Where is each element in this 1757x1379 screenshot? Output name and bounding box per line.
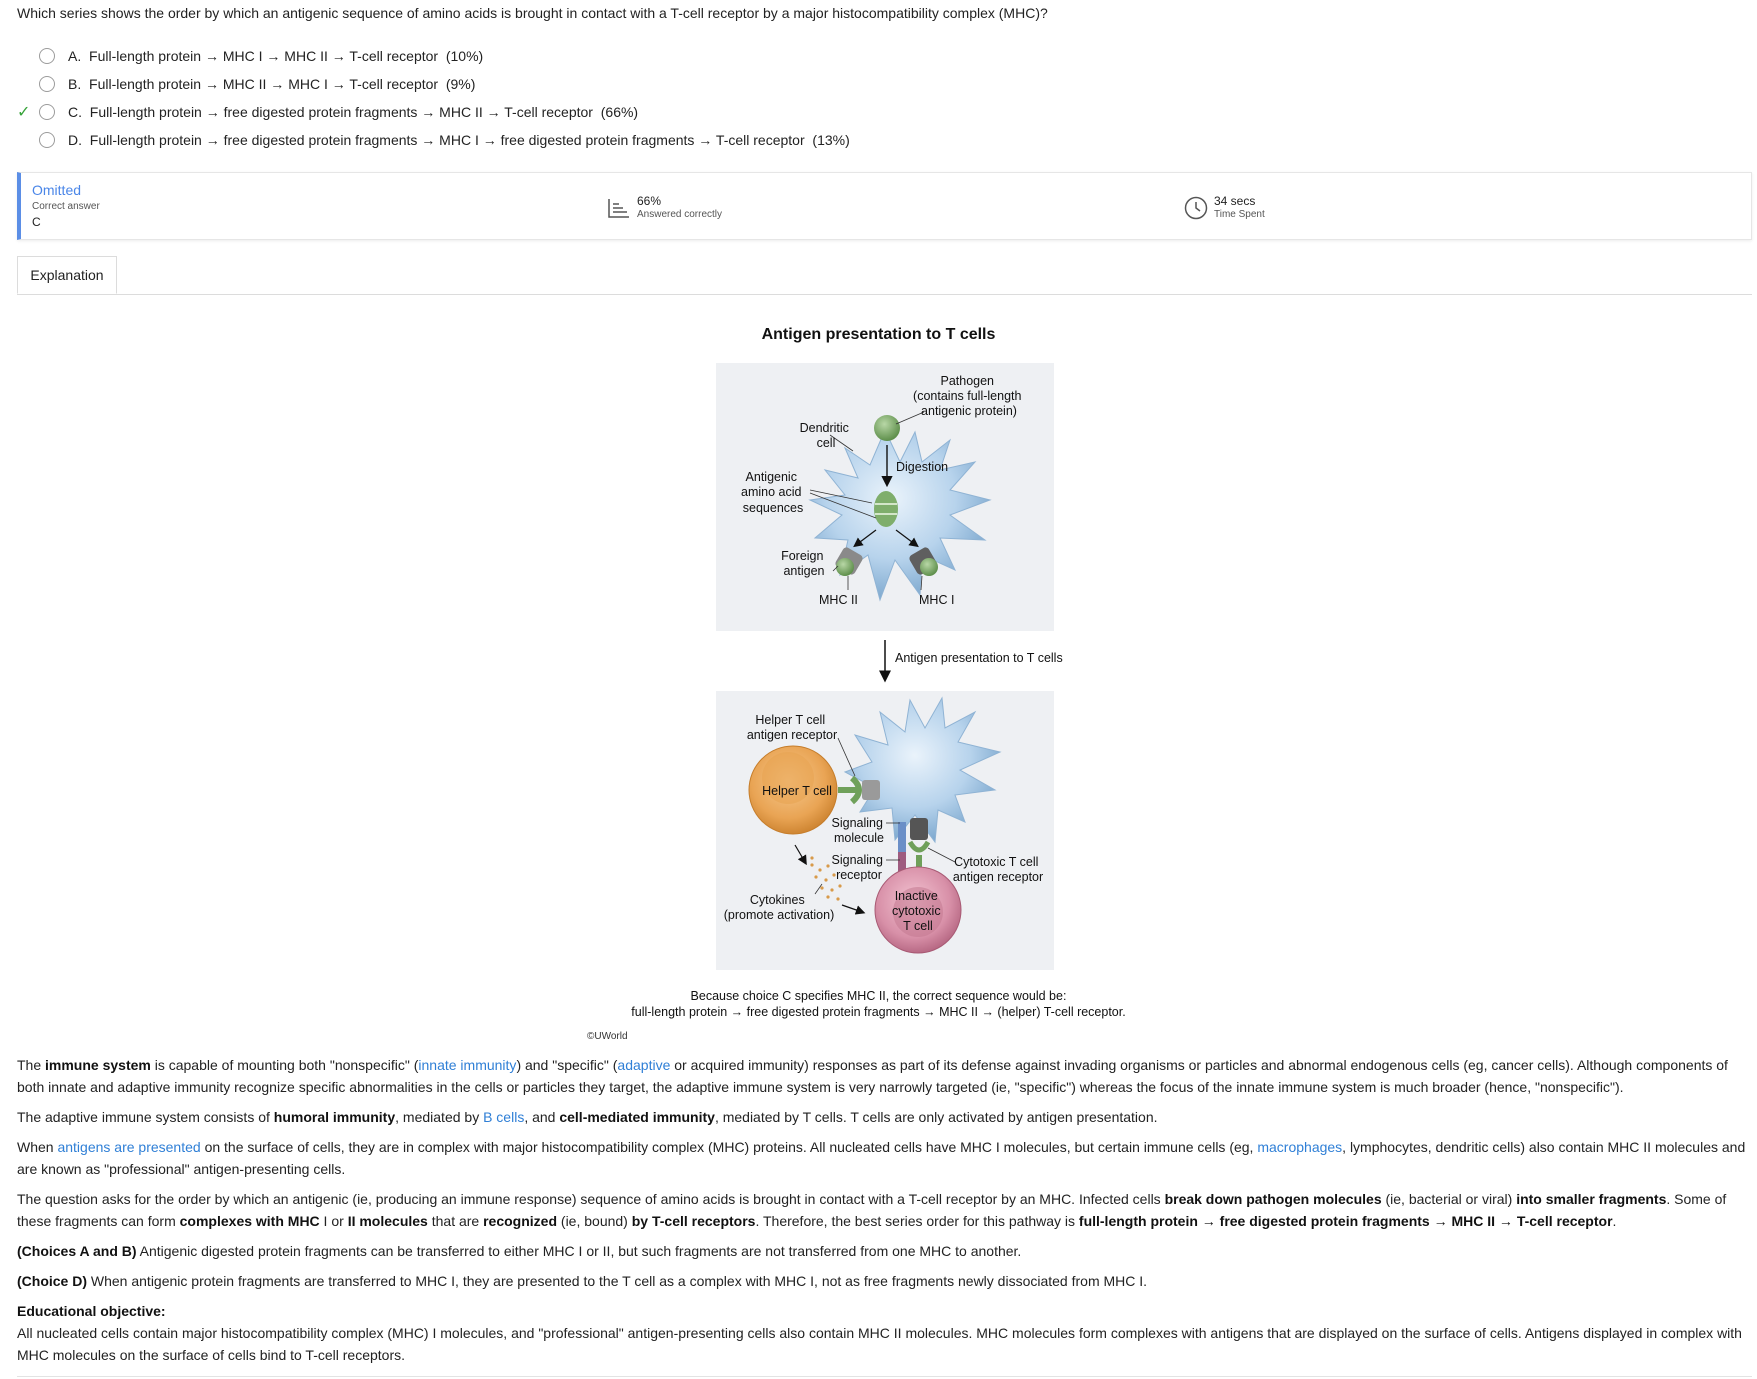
antigen-fragments-icon xyxy=(874,491,898,527)
label-antigenic-sequences: Antigenic amino acid sequences xyxy=(741,470,805,515)
dendritic-cell-bottom xyxy=(843,696,1002,844)
label-mhc-i: MHC I xyxy=(919,593,954,607)
bottom-divider xyxy=(17,1376,1752,1377)
correct-answer-label: Correct answer xyxy=(32,201,100,212)
pathogen-icon xyxy=(874,415,900,441)
label-foreign-antigen: Foreign antigen xyxy=(781,549,827,578)
label-inactive-cytotoxic: Inactive cytotoxic T cell xyxy=(892,889,944,933)
cytokine-dots xyxy=(810,856,842,901)
signaling-molecule xyxy=(898,822,906,852)
label-signaling-molecule: Signaling molecule xyxy=(832,816,887,845)
percent-label: Answered correctly xyxy=(637,209,723,220)
clock-icon xyxy=(1184,196,1208,220)
paragraph-1: The immune system is capable of mounting… xyxy=(17,1057,1728,1095)
correct-check-icon: ✓ xyxy=(17,104,31,121)
label-cytotoxic-receptor: Cytotoxic T cell antigen receptor xyxy=(953,855,1043,884)
result-stats-bar: Omitted Correct answer C 66% Answered co… xyxy=(17,172,1752,240)
helper-t-cell xyxy=(748,745,838,835)
choice-a-text: A. Full-length protein → MHC I → MHC II … xyxy=(68,48,484,64)
link-innate-immunity[interactable]: innate immunity xyxy=(418,1057,517,1073)
choice-d-text: D. Full-length protein → free digested p… xyxy=(68,132,850,148)
choice-c-text: C. Full-length protein → free digested p… xyxy=(68,104,639,120)
link-macrophages[interactable]: macrophages xyxy=(1257,1139,1343,1155)
bottom-panel xyxy=(716,691,1054,970)
objective-title: Educational objective: xyxy=(17,1303,166,1319)
mhc-i-molecule xyxy=(909,547,937,575)
choice-a[interactable]: A. Full-length protein → MHC I → MHC II … xyxy=(17,42,1217,70)
percent-value: 66% xyxy=(637,194,662,208)
paragraph-choices-ab: (Choices A and B) Antigenic digested pro… xyxy=(17,1243,1022,1259)
time-label: Time Spent xyxy=(1214,209,1265,220)
explanation-body: The immune system is capable of mounting… xyxy=(17,1054,1752,1374)
figure-title: Antigen presentation to T cells xyxy=(761,326,996,343)
dendritic-cell-top xyxy=(808,428,992,602)
paragraph-4: The question asks for the order by which… xyxy=(17,1191,1727,1229)
status-omitted: Omitted xyxy=(32,182,82,198)
link-adaptive[interactable]: adaptive xyxy=(617,1057,671,1073)
label-digestion: Digestion xyxy=(896,460,948,474)
tab-bar: Explanation xyxy=(17,256,1752,295)
link-antigens-presented[interactable]: antigens are presented xyxy=(57,1139,201,1155)
label-pathogen: Pathogen (contains full-length antigenic… xyxy=(913,374,1025,418)
paragraph-choice-d: (Choice D) When antigenic protein fragme… xyxy=(17,1273,1148,1289)
objective-text: All nucleated cells contain major histoc… xyxy=(17,1325,1742,1363)
answer-choices: A. Full-length protein → MHC I → MHC II … xyxy=(17,42,1217,154)
choice-b[interactable]: B. Full-length protein → MHC II → MHC I … xyxy=(17,70,1217,98)
time-value: 34 secs xyxy=(1214,194,1256,208)
paragraph-2: The adaptive immune system consists of h… xyxy=(17,1109,1158,1125)
top-panel xyxy=(716,363,1054,631)
label-dendritic-cell: Dendritic cell xyxy=(800,421,853,450)
label-presentation: Antigen presentation to T cells xyxy=(895,651,1063,665)
bar-chart-icon xyxy=(608,199,629,218)
radio-b[interactable] xyxy=(39,76,55,92)
paragraph-3: When antigens are presented on the surfa… xyxy=(17,1139,1746,1177)
correct-answer-value: C xyxy=(32,215,41,229)
label-signaling-receptor: Signaling receptor xyxy=(832,853,887,882)
choice-c[interactable]: ✓ C. Full-length protein → free digested… xyxy=(17,98,1217,126)
signaling-receptor xyxy=(898,852,906,892)
label-cytokines: Cytokines (promote activation) xyxy=(724,893,834,922)
choice-b-text: B. Full-length protein → MHC II → MHC I … xyxy=(68,76,476,92)
radio-d[interactable] xyxy=(39,132,55,148)
figure-caption: Because choice C specifies MHC II, the c… xyxy=(631,989,1126,1019)
label-mhc-ii: MHC II xyxy=(819,593,858,607)
label-helper-receptor: Helper T cell antigen receptor xyxy=(747,713,837,742)
cytotoxic-t-cell xyxy=(874,866,962,954)
helper-receptor xyxy=(838,775,862,805)
mhc-ii-molecule xyxy=(835,547,863,575)
radio-a[interactable] xyxy=(39,48,55,64)
tab-explanation[interactable]: Explanation xyxy=(17,256,117,294)
question-text: Which series shows the order by which an… xyxy=(17,5,1048,21)
radio-c[interactable] xyxy=(39,104,55,120)
label-helper-t-cell: Helper T cell xyxy=(762,784,832,798)
copyright-notice: ©UWorld xyxy=(587,1031,628,1042)
choice-d[interactable]: D. Full-length protein → free digested p… xyxy=(17,126,1217,154)
link-b-cells[interactable]: B cells xyxy=(483,1109,525,1125)
